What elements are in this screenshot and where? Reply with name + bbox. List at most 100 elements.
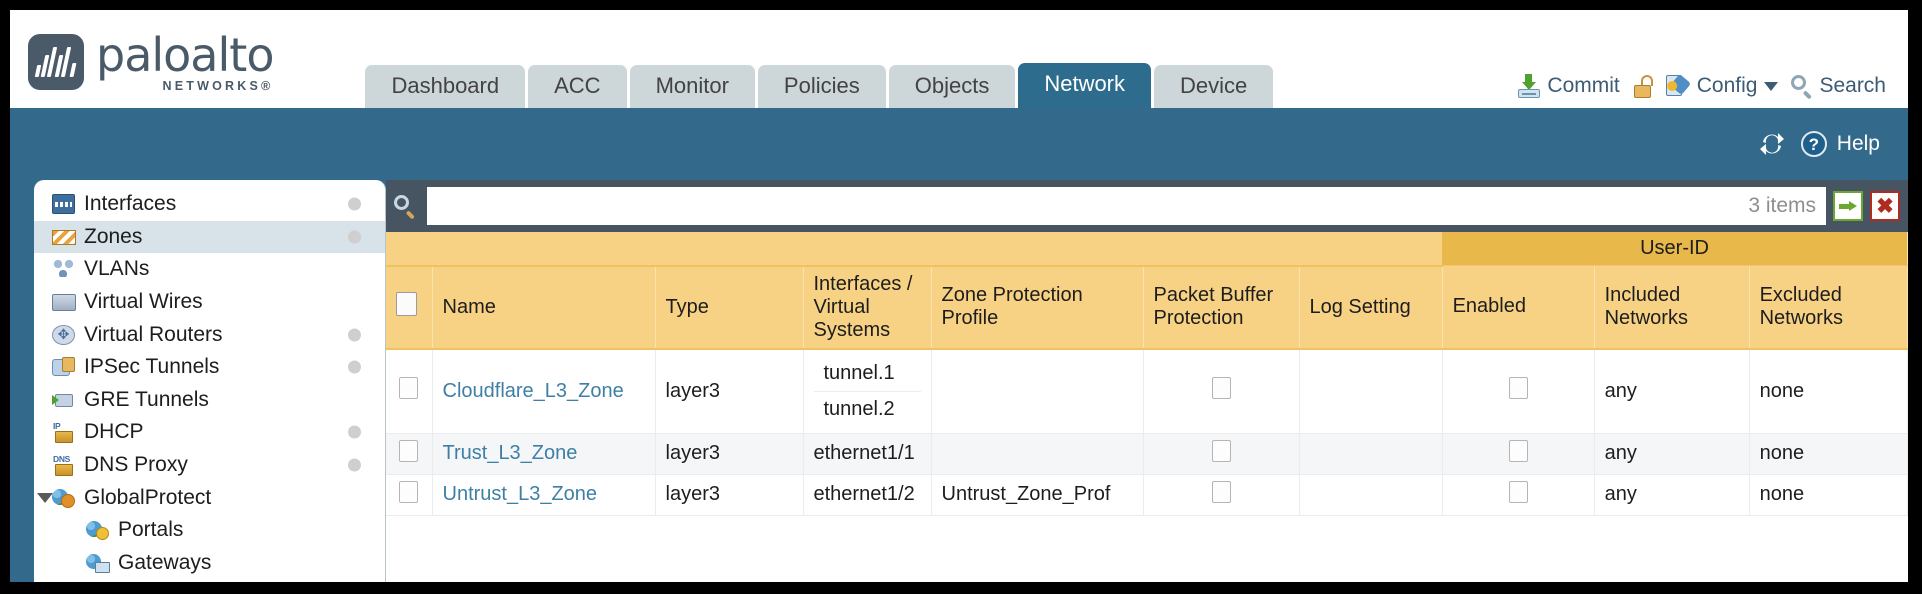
table-header-row: Name Type Interfaces / Virtual Systems Z… [386,265,1908,350]
sidebar-item-gre-tunnels[interactable]: GRE Tunnels [34,384,385,417]
cell-zone-protection-profile [931,433,1144,475]
col-packet-buffer-protection[interactable]: Packet Buffer Protection [1143,265,1300,350]
cell-excluded-networks: none [1749,433,1908,475]
tab-policies[interactable]: Policies [757,64,886,108]
sidebar-item-label: Portals [118,518,184,542]
cell-excluded-networks: none [1749,474,1908,516]
sidebar-item-zones[interactable]: Zones [34,220,385,254]
chevron-down-icon[interactable] [37,492,53,503]
packet-buffer-protection-checkbox[interactable] [1211,439,1231,462]
tab-dashboard[interactable]: Dashboard [365,64,526,108]
sidebar-item-label: Interfaces [84,192,177,216]
sidebar-status-dot [348,425,361,439]
cell-interfaces: ethernet1/1 [803,433,932,475]
select-all-checkbox[interactable] [396,292,417,316]
userid-enabled-checkbox[interactable] [1508,480,1528,503]
sidebar-item-label: VLANs [84,257,150,281]
col-name[interactable]: Name [432,265,656,350]
userid-enabled-checkbox[interactable] [1508,377,1528,399]
cell-included-networks: any [1594,348,1750,434]
brand-tagline: NETWORKS® [162,78,274,93]
sidebar-item-label: Gateways [118,550,212,574]
config-menu[interactable]: Config [1665,73,1779,98]
brand-logo: paloalto NETWORKS® [28,27,274,93]
table-row[interactable]: Untrust_L3_Zone layer3 ethernet1/2 Untru… [386,474,1908,516]
col-type[interactable]: Type [655,265,804,350]
cell-excluded-networks: none [1749,348,1908,434]
col-zone-protection-profile[interactable]: Zone Protection Profile [931,265,1144,350]
sidebar-status-dot [348,197,361,211]
tab-acc[interactable]: ACC [528,64,627,108]
sidebar-item-dns-proxy[interactable]: DNS DNS Proxy [34,449,385,482]
sidebar-item-gateways[interactable]: Gateways [34,547,385,580]
sidebar-item-virtual-wires[interactable]: Virtual Wires [34,286,385,319]
apply-filter-button[interactable] [1833,191,1863,221]
col-interfaces-virtual-systems[interactable]: Interfaces / Virtual Systems [803,265,932,350]
ipsec-tunnels-icon [52,357,75,377]
brand-name: paloalto [96,27,274,82]
cell-packet-buffer-protection [1143,474,1300,516]
cell-type: layer3 [655,433,804,475]
col-userid-enabled[interactable]: Enabled [1442,265,1595,350]
tab-monitor[interactable]: Monitor [629,64,755,108]
sidebar-item-vlans[interactable]: VLANs [34,253,385,286]
commit-button[interactable]: Commit [1517,74,1620,98]
sidebar-item-label: Virtual Routers [84,322,223,346]
row-checkbox[interactable] [399,439,419,462]
packet-buffer-protection-checkbox[interactable] [1211,480,1231,503]
tab-network[interactable]: Network [1018,62,1152,108]
commit-icon [1517,74,1541,98]
help-label: Help [1836,132,1880,155]
sidebar-item-globalprotect[interactable]: GlobalProtect [34,481,385,514]
sidebar-item-interfaces[interactable]: Interfaces [34,188,385,221]
tab-device[interactable]: Device [1154,64,1274,108]
zone-name-link[interactable]: Trust_L3_Zone [442,442,578,464]
unlock-padlock-icon[interactable] [1633,74,1653,98]
help-question-icon: ? [1800,131,1827,157]
col-excluded-networks[interactable]: Excluded Networks [1749,265,1908,350]
group-header-spacer [386,232,1443,267]
cell-userid-enabled [1442,348,1595,434]
sidebar-container: Interfaces Zones VLANs Virtual Wires [10,180,386,582]
packet-buffer-protection-checkbox[interactable] [1211,377,1231,399]
search-button[interactable]: Search [1791,74,1886,99]
row-checkbox[interactable] [399,377,419,399]
red-x-icon: ✖ [1876,194,1894,218]
zone-name-link[interactable]: Cloudflare_L3_Zone [442,379,624,402]
cell-zone-protection-profile: Untrust_Zone_Prof [931,474,1144,516]
dns-proxy-icon: DNS [52,454,75,477]
sidebar-status-dot [348,458,361,472]
cell-type: layer3 [655,474,804,516]
sidebar-item-label: Zones [84,224,143,248]
sidebar-item-ipsec-tunnels[interactable]: IPSec Tunnels [34,351,385,384]
help-button[interactable]: ? Help [1800,131,1880,157]
network-sidebar: Interfaces Zones VLANs Virtual Wires [34,180,386,582]
chevron-down-icon [1764,81,1779,91]
main-content: 3 items ✖ [386,180,1908,582]
refresh-icon[interactable] [1759,132,1785,156]
sidebar-item-label: DHCP [84,420,144,444]
sidebar-item-virtual-routers[interactable]: Virtual Routers [34,318,385,351]
col-log-setting[interactable]: Log Setting [1299,265,1443,350]
row-checkbox[interactable] [399,480,419,503]
col-included-networks[interactable]: Included Networks [1594,265,1750,350]
sidebar-item-portals[interactable]: Portals [34,514,385,547]
search-magnifier-icon[interactable] [394,195,416,219]
gre-tunnels-icon [52,390,75,410]
table-row[interactable]: Cloudflare_L3_Zone layer3 tunnel.1 tunne… [386,348,1908,434]
clear-filter-button[interactable]: ✖ [1870,191,1900,221]
select-all-header [386,265,433,350]
row-select-cell [386,348,433,434]
cell-userid-enabled [1442,433,1595,475]
virtual-wires-icon [52,292,76,312]
search-input[interactable]: 3 items [427,187,1826,225]
zone-name-link[interactable]: Untrust_L3_Zone [442,483,598,505]
table-row[interactable]: Trust_L3_Zone layer3 ethernet1/1 any [386,433,1908,475]
sidebar-item-dhcp[interactable]: IP DHCP [34,416,385,449]
userid-enabled-checkbox[interactable] [1508,439,1528,462]
group-header-userid: User-ID [1442,232,1908,266]
band-action-group: ? Help [1759,131,1880,157]
virtual-routers-icon [52,324,75,345]
tab-objects[interactable]: Objects [888,64,1016,108]
